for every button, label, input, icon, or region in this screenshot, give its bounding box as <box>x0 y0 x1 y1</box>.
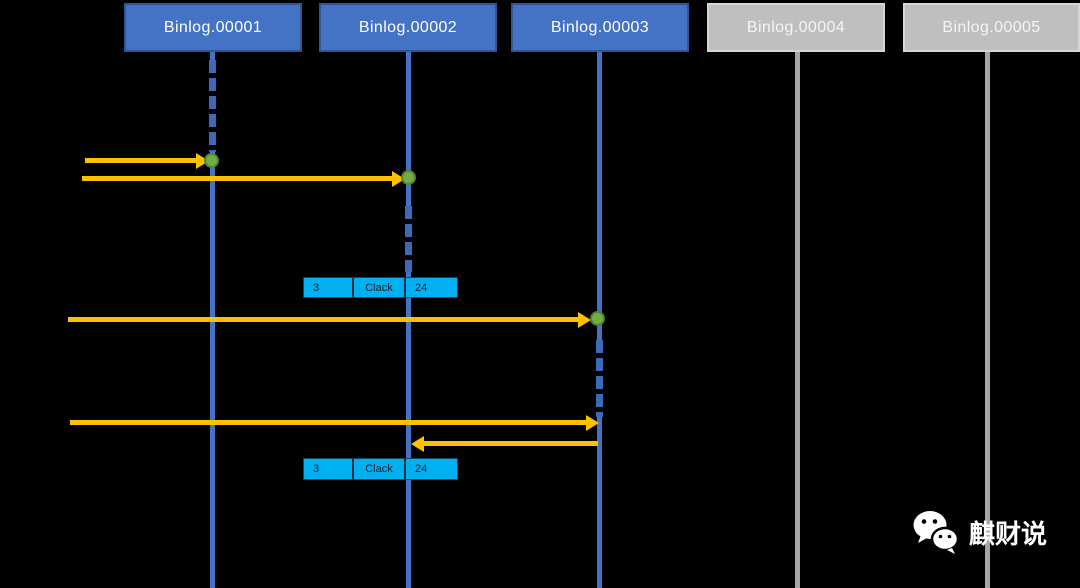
event-cell-position: 24 <box>415 281 428 294</box>
header-binlog-00003: Binlog.00003 <box>511 3 689 52</box>
write-arrow-3-head-icon <box>578 312 591 328</box>
event-cell-name: Clack <box>354 278 406 297</box>
header-label: Binlog.00004 <box>746 18 846 36</box>
position-marker-2 <box>401 170 416 185</box>
binlog-event-record-2: 3 Clack 24 <box>303 458 458 480</box>
header-binlog-00005: Binlog.00005 <box>903 3 1080 52</box>
header-label: Binlog.00005 <box>942 18 1041 36</box>
header-binlog-00001: Binlog.00001 <box>124 3 302 52</box>
written-events-dashes-3 <box>596 340 603 417</box>
position-marker-1 <box>204 153 219 168</box>
written-events-dashes-2 <box>405 206 412 272</box>
wechat-icon <box>913 511 960 554</box>
lifeline-binlog-00005 <box>985 52 990 588</box>
position-marker-3 <box>590 311 605 326</box>
write-arrow-4 <box>70 420 586 425</box>
header-binlog-00004: Binlog.00004 <box>707 3 885 52</box>
written-events-dashes-1 <box>209 60 216 152</box>
header-label: Binlog.00003 <box>550 18 650 36</box>
binlog-event-record-1: 3 Clack 24 <box>303 277 458 298</box>
header-label: Binlog.00002 <box>358 18 458 36</box>
watermark: 麒财说 <box>911 508 1047 556</box>
event-cell-server-id: 3 <box>304 459 354 479</box>
write-arrow-2 <box>82 176 392 181</box>
return-arrow <box>424 441 598 446</box>
write-arrow-3 <box>68 317 578 322</box>
write-arrow-1 <box>85 158 196 163</box>
write-arrow-4-head-icon <box>586 415 599 431</box>
return-arrow-head-icon <box>411 436 424 452</box>
lifeline-binlog-00004 <box>795 52 800 588</box>
brand-label: 麒财说 <box>969 519 1048 550</box>
event-cell-server-id: 3 <box>304 278 354 297</box>
event-cell-name: Clack <box>354 459 406 479</box>
event-cell-position: 24 <box>415 463 428 475</box>
header-label: Binlog.00001 <box>163 18 263 36</box>
header-binlog-00002: Binlog.00002 <box>319 3 497 52</box>
